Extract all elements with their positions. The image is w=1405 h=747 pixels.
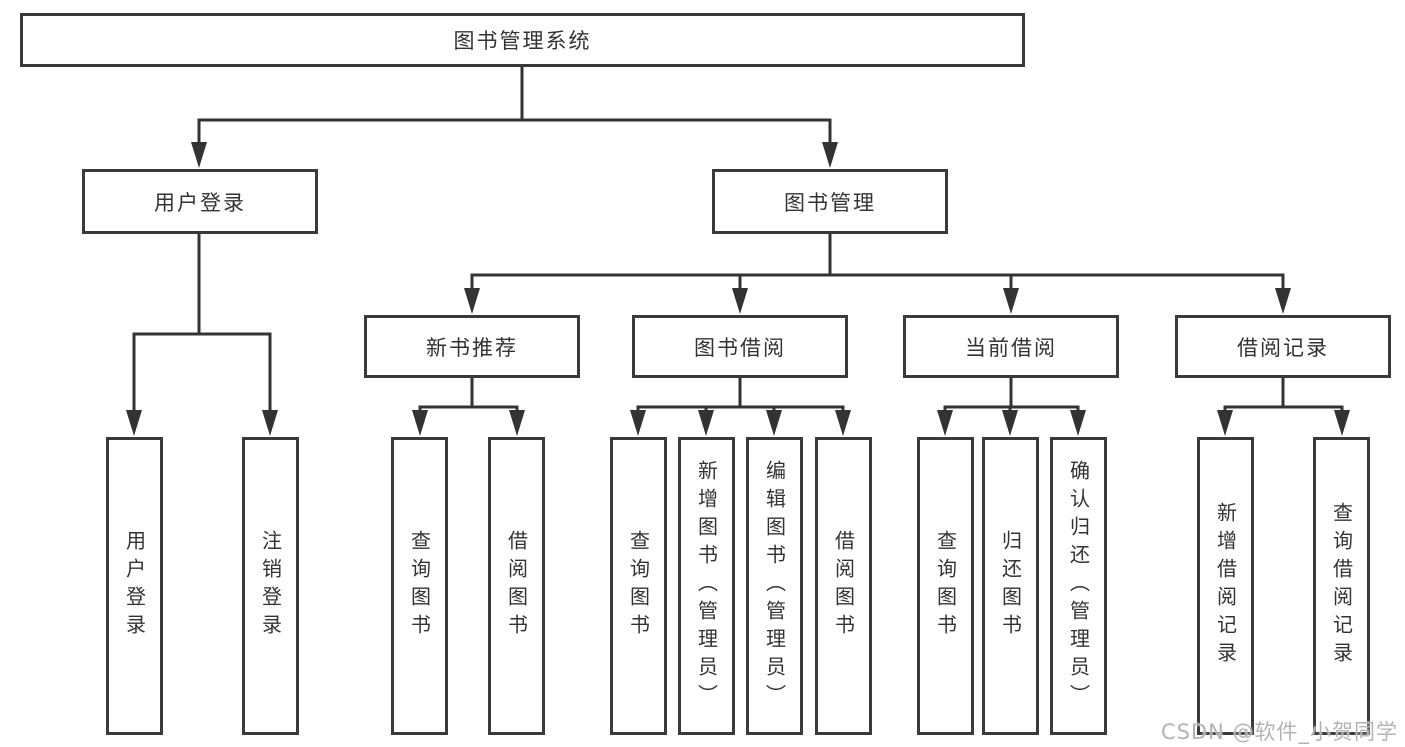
leaf-user-login: 用户登录 (106, 437, 163, 735)
leaf-br-query-record-label: 查询借阅记录 (1329, 502, 1354, 670)
arrowhead (822, 142, 838, 168)
arrowhead (1275, 288, 1291, 314)
node-borrowing-records-label: 借阅记录 (1237, 335, 1329, 360)
node-book-management-label: 图书管理 (784, 190, 876, 215)
leaf-br-query-record: 查询借阅记录 (1313, 437, 1370, 735)
node-user-login: 用户登录 (82, 169, 318, 234)
edges-borrowing-records (1217, 376, 1350, 436)
leaf-nbr-borrow-books: 借阅图书 (488, 437, 545, 735)
arrowhead (1002, 410, 1018, 436)
leaf-cb-confirm-return: 确认归还（管理员） (1050, 437, 1107, 735)
arrowhead (126, 410, 142, 436)
leaf-bb-add-books-label: 新增图书（管理员） (694, 460, 719, 712)
arrowhead (732, 288, 748, 314)
arrowhead (191, 142, 207, 168)
leaf-cb-query-books: 查询图书 (917, 437, 974, 735)
node-book-borrowing: 图书借阅 (632, 315, 848, 378)
watermark: CSDN @软件_小贺同学 (1160, 720, 1398, 744)
node-borrowing-records: 借阅记录 (1175, 315, 1391, 378)
arrowhead (835, 410, 851, 436)
leaf-bb-add-books: 新增图书（管理员） (678, 437, 735, 735)
leaf-nbr-borrow-books-label: 借阅图书 (504, 530, 529, 642)
leaf-logout-label: 注销登录 (258, 530, 283, 642)
arrowhead (1070, 410, 1086, 436)
edges-current-borrowing (937, 376, 1086, 436)
leaf-bb-query-books-label: 查询图书 (626, 530, 651, 642)
leaf-bb-borrow-books-label: 借阅图书 (831, 530, 856, 642)
node-new-book-recommend: 新书推荐 (364, 315, 580, 378)
arrowhead (262, 410, 278, 436)
node-current-borrowing: 当前借阅 (903, 315, 1119, 378)
node-root: 图书管理系统 (20, 13, 1025, 67)
node-user-login-label: 用户登录 (154, 190, 246, 215)
leaf-bb-query-books: 查询图书 (610, 437, 667, 735)
arrowhead (1217, 410, 1233, 436)
leaf-cb-return-books: 归还图书 (982, 437, 1039, 735)
leaf-nbr-query-books-label: 查询图书 (407, 530, 432, 642)
arrowhead (464, 288, 480, 314)
node-new-book-recommend-label: 新书推荐 (426, 335, 518, 360)
arrowhead (698, 410, 714, 436)
node-root-label: 图书管理系统 (453, 29, 592, 53)
arrowhead (937, 410, 953, 436)
arrowhead (766, 410, 782, 436)
node-book-management: 图书管理 (712, 169, 948, 234)
leaf-nbr-query-books: 查询图书 (391, 437, 448, 735)
leaf-cb-query-books-label: 查询图书 (933, 530, 958, 642)
leaf-logout: 注销登录 (242, 437, 299, 735)
arrowhead (412, 410, 428, 436)
leaf-bb-borrow-books: 借阅图书 (815, 437, 872, 735)
leaf-bb-edit-books-label: 编辑图书（管理员） (762, 460, 787, 712)
leaf-cb-return-books-label: 归还图书 (998, 530, 1023, 642)
node-current-borrowing-label: 当前借阅 (965, 335, 1057, 360)
leaf-bb-edit-books: 编辑图书（管理员） (746, 437, 803, 735)
node-book-borrowing-label: 图书借阅 (694, 335, 786, 360)
arrowhead (1334, 410, 1350, 436)
leaf-br-add-record-label: 新增借阅记录 (1213, 502, 1238, 670)
arrowhead (1003, 288, 1019, 314)
leaf-user-login-label: 用户登录 (122, 530, 147, 642)
edges-user-login (126, 232, 278, 436)
arrowhead (509, 410, 525, 436)
arrowhead (630, 410, 646, 436)
leaf-cb-confirm-return-label: 确认归还（管理员） (1066, 460, 1091, 712)
leaf-br-add-record: 新增借阅记录 (1197, 437, 1254, 735)
edges-book-management (464, 232, 1291, 314)
edges-new-book-recommend (412, 376, 525, 436)
edges-book-borrowing (630, 376, 851, 436)
edges-root (191, 64, 838, 168)
